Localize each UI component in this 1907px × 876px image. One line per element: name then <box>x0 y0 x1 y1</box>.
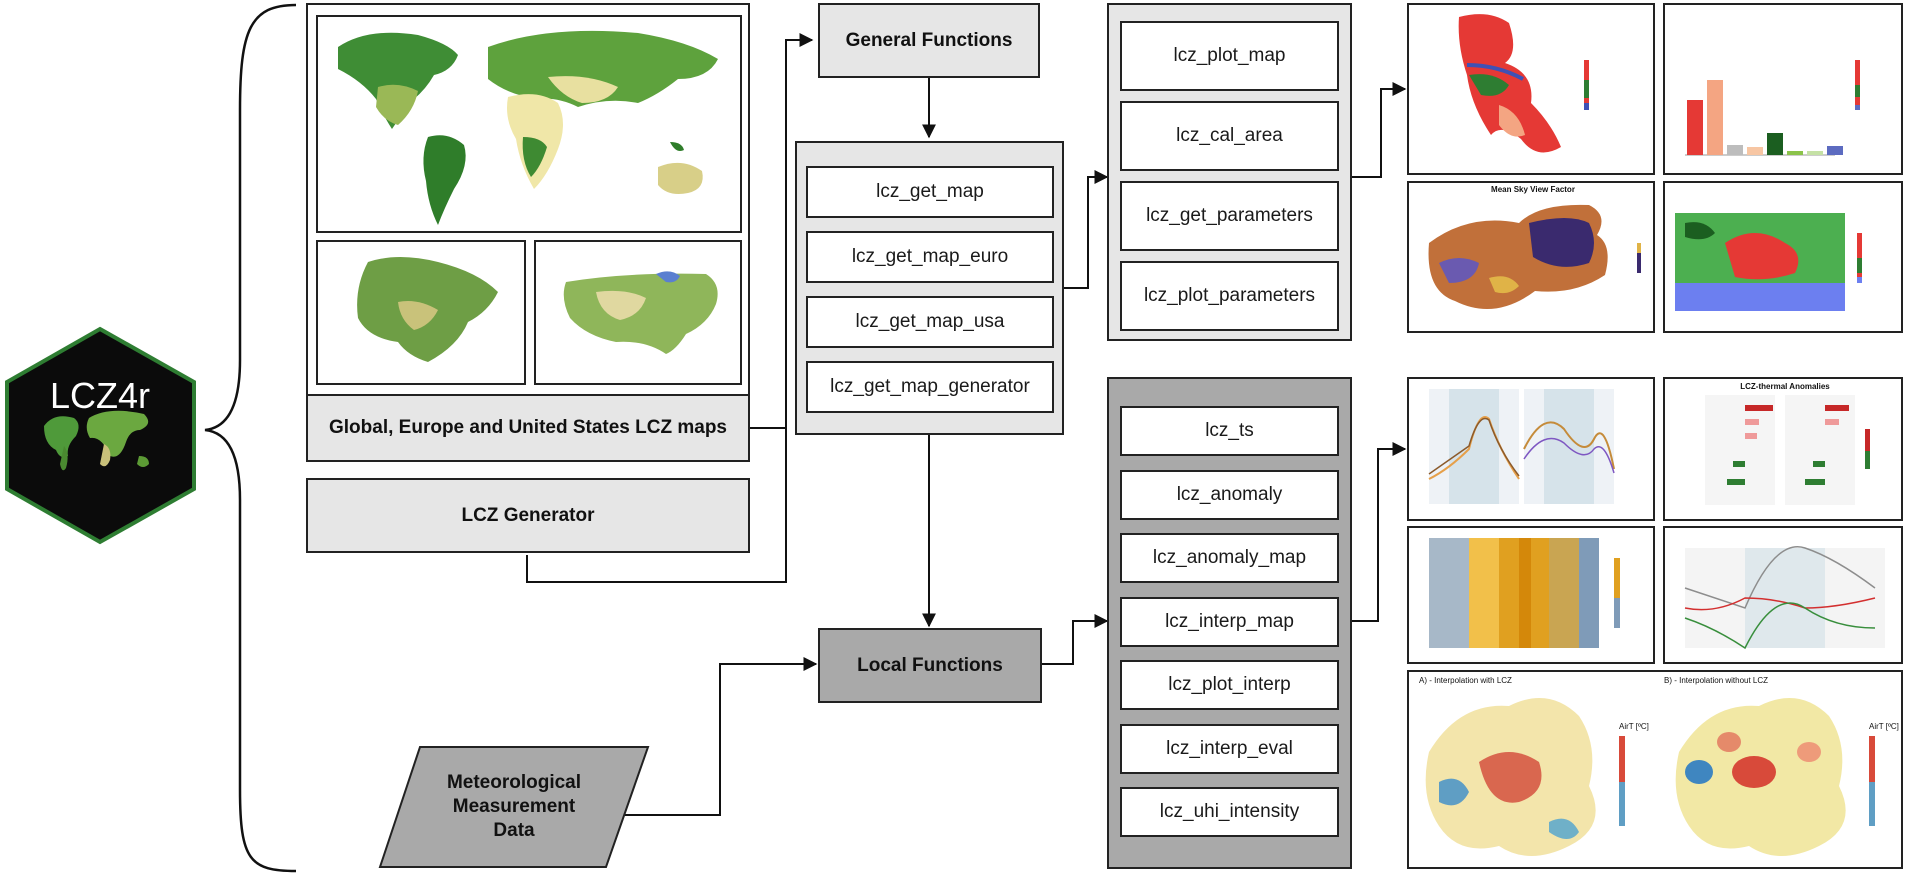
fn-lcz-get-map: lcz_get_map <box>806 166 1054 218</box>
lcz4r-logo: LCZ4r <box>4 326 197 545</box>
fn-lcz-ts: lcz_ts <box>1120 406 1339 456</box>
fn-lcz-anomaly-map: lcz_anomaly_map <box>1120 533 1339 583</box>
airt-label-b: AirT [ºC] <box>1869 722 1899 731</box>
local-functions-box: Local Functions <box>818 628 1042 703</box>
get-map-functions-panel: lcz_get_map lcz_get_map_euro lcz_get_map… <box>795 141 1064 435</box>
general-functions-panel: lcz_plot_map lcz_cal_area lcz_get_parame… <box>1107 3 1352 341</box>
meteo-line-3: Data <box>493 820 535 841</box>
interp-b-title: B) - Interpolation without LCZ <box>1664 676 1769 685</box>
lcz-generator-box: LCZ Generator <box>306 478 750 553</box>
lcz-parameters-map-thumbnail <box>1663 181 1903 333</box>
fn-lcz-cal-area: lcz_cal_area <box>1120 101 1339 171</box>
lcz-generator-label: LCZ Generator <box>461 504 595 526</box>
time-series-thumbnail <box>1407 377 1655 521</box>
fn-lcz-get-map-generator: lcz_get_map_generator <box>806 361 1054 413</box>
meteo-line-2: Measurement <box>452 796 576 817</box>
interpolation-comparison-thumbnail: A) - Interpolation with LCZ B) - Interpo… <box>1407 670 1903 869</box>
lcz-maps-label: Global, Europe and United States LCZ map… <box>329 417 727 438</box>
lcz-maps-caption: Global, Europe and United States LCZ map… <box>308 394 748 460</box>
logo-text: LCZ4r <box>50 375 150 416</box>
fn-lcz-get-map-euro: lcz_get_map_euro <box>806 231 1054 283</box>
sky-view-factor-thumbnail: Mean Sky View Factor <box>1407 181 1655 333</box>
curly-brace <box>204 3 297 873</box>
lcz-maps-group: Global, Europe and United States LCZ map… <box>306 3 750 462</box>
fn-lcz-get-map-usa: lcz_get_map_usa <box>806 296 1054 348</box>
local-functions-label: Local Functions <box>857 654 1003 676</box>
fn-lcz-get-parameters: lcz_get_parameters <box>1120 181 1339 251</box>
fn-lcz-plot-parameters: lcz_plot_parameters <box>1120 261 1339 331</box>
thermal-title: LCZ-thermal Anomalies <box>1740 382 1830 391</box>
uhi-intensity-thumbnail <box>1663 526 1903 664</box>
fn-lcz-plot-interp: lcz_plot_interp <box>1120 660 1339 710</box>
europe-map-image <box>316 240 526 385</box>
fn-lcz-interp-map: lcz_interp_map <box>1120 597 1339 647</box>
interp-a-title: A) - Interpolation with LCZ <box>1419 676 1512 685</box>
thermal-anomalies-thumbnail: LCZ-thermal Anomalies <box>1663 377 1903 521</box>
airt-label-a: AirT [ºC] <box>1619 722 1649 731</box>
meteorological-data-shape: Meteorological Measurement Data <box>378 745 650 869</box>
fn-lcz-interp-eval: lcz_interp_eval <box>1120 724 1339 774</box>
lcz-map-thumbnail <box>1407 3 1655 175</box>
meteo-line-1: Meteorological <box>446 772 582 793</box>
fn-lcz-uhi-intensity: lcz_uhi_intensity <box>1120 787 1339 837</box>
fn-lcz-plot-map: lcz_plot_map <box>1120 21 1339 91</box>
sky-view-title: Mean Sky View Factor <box>1491 185 1575 194</box>
local-functions-panel: lcz_ts lcz_anomaly lcz_anomaly_map lcz_i… <box>1107 377 1352 869</box>
lcz-area-bar-thumbnail <box>1663 3 1903 175</box>
fn-lcz-anomaly: lcz_anomaly <box>1120 470 1339 520</box>
usa-map-image <box>534 240 742 385</box>
anomaly-heatmap-thumbnail <box>1407 526 1655 664</box>
global-map-image <box>316 15 742 233</box>
general-functions-box: General Functions <box>818 3 1040 78</box>
general-functions-label: General Functions <box>845 29 1013 51</box>
